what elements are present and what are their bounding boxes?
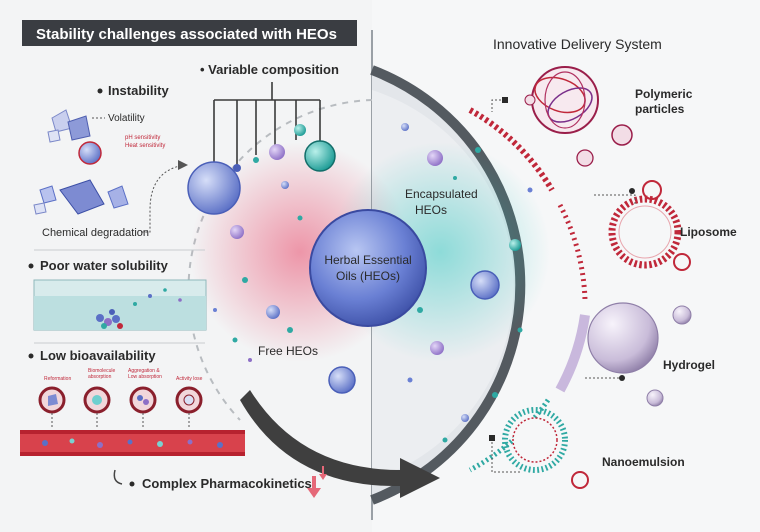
bio-item-aggregation: Aggregation &: [128, 368, 160, 374]
bullet: [97, 88, 103, 94]
composition-sphere-teal: [304, 140, 336, 172]
down-arrow-icon: [307, 476, 321, 498]
capsule-nanoemulsion-band: [468, 398, 551, 473]
bullet: [28, 353, 34, 359]
composition-dot: [233, 164, 241, 172]
nanoemulsion-leader: [491, 438, 520, 473]
leader-marker: [489, 435, 495, 441]
bio-item-reformation: Reformation: [44, 376, 71, 382]
blood-vessel-lumen: [20, 434, 245, 452]
ph-heat-sphere: [78, 141, 102, 165]
composition-sphere-large: [187, 161, 241, 215]
polymeric-label-2: particles: [635, 102, 685, 116]
free-heos-label: Free HEOs: [258, 344, 318, 358]
nanoemulsion-label: Nanoemulsion: [602, 455, 685, 469]
insoluble-droplets: [96, 288, 182, 329]
transport-arrow: [240, 390, 440, 498]
bullet: [129, 481, 135, 487]
leader-marker: [502, 97, 508, 103]
variable-composition-label: • Variable composition: [200, 62, 339, 77]
degradation-leader: [140, 164, 186, 233]
composition-sphere-small: [269, 144, 285, 160]
hydrogel-label: Hydrogel: [663, 358, 715, 372]
instability-label: Instability: [108, 83, 169, 98]
liposome-label: Liposome: [680, 225, 737, 239]
header-bar: [22, 20, 357, 46]
capsule-polymer-band: [468, 107, 555, 192]
polymeric-leader: [491, 99, 505, 112]
arrow-head: [178, 160, 188, 170]
heo-core-sphere: [309, 209, 427, 327]
down-arrow-small-icon: [319, 466, 327, 480]
core-label-1: Herbal Essential: [324, 253, 411, 267]
polymeric-particle-icon: [524, 66, 633, 167]
encapsulated-label-1: Encapsulated: [405, 187, 478, 201]
encapsulated-label-2: HEOs: [415, 203, 447, 217]
nanoemulsion-icon: [502, 407, 589, 489]
bio-item-low-absorption: Low absorption: [128, 374, 162, 380]
header-title: Stability challenges associated with HEO…: [36, 26, 337, 43]
composition-sphere-small: [294, 124, 306, 136]
chemical-degradation-label: Chemical degradation: [42, 227, 149, 239]
bio-item-activity-lose: Activity lose: [176, 376, 203, 382]
free-heo-particles: [213, 181, 356, 394]
leader-marker: [629, 188, 635, 194]
liposome-icon: [608, 180, 691, 271]
leader-marker: [619, 375, 625, 381]
vessel-particles: [42, 438, 223, 448]
heat-sensitivity-label: Heat sensitivity: [125, 143, 165, 149]
bio-item-absorption: absorption: [88, 374, 112, 380]
capsule-hydrogel-band: [555, 314, 590, 393]
complex-pk-label: Complex Pharmacokinetics: [142, 476, 312, 491]
degradation-crystals: [33, 179, 129, 215]
bio-icons: [38, 386, 203, 428]
composition-dot: [253, 157, 259, 163]
core-label-2: Oils (HEOs): [336, 269, 400, 283]
low-bioavailability-label: Low bioavailability: [40, 348, 156, 363]
pk-arrow: [113, 469, 123, 485]
capsule-liposome-band: [557, 203, 588, 301]
encapsulated-heo-particles: [401, 123, 533, 443]
bio-item-biomolecule: Biomolecule: [88, 368, 115, 374]
bullet: [28, 263, 34, 269]
polymeric-label-1: Polymeric: [635, 87, 693, 101]
poor-solubility-label: Poor water solubility: [40, 258, 169, 273]
liposome-leader: [594, 194, 636, 205]
ph-sensitivity-label: pH sensitivity: [125, 135, 160, 141]
hydrogel-icon: [587, 302, 692, 407]
right-title: Innovative Delivery System: [493, 36, 662, 52]
volatility-label: Volatility: [108, 113, 145, 124]
volatility-crystals: [47, 109, 91, 143]
